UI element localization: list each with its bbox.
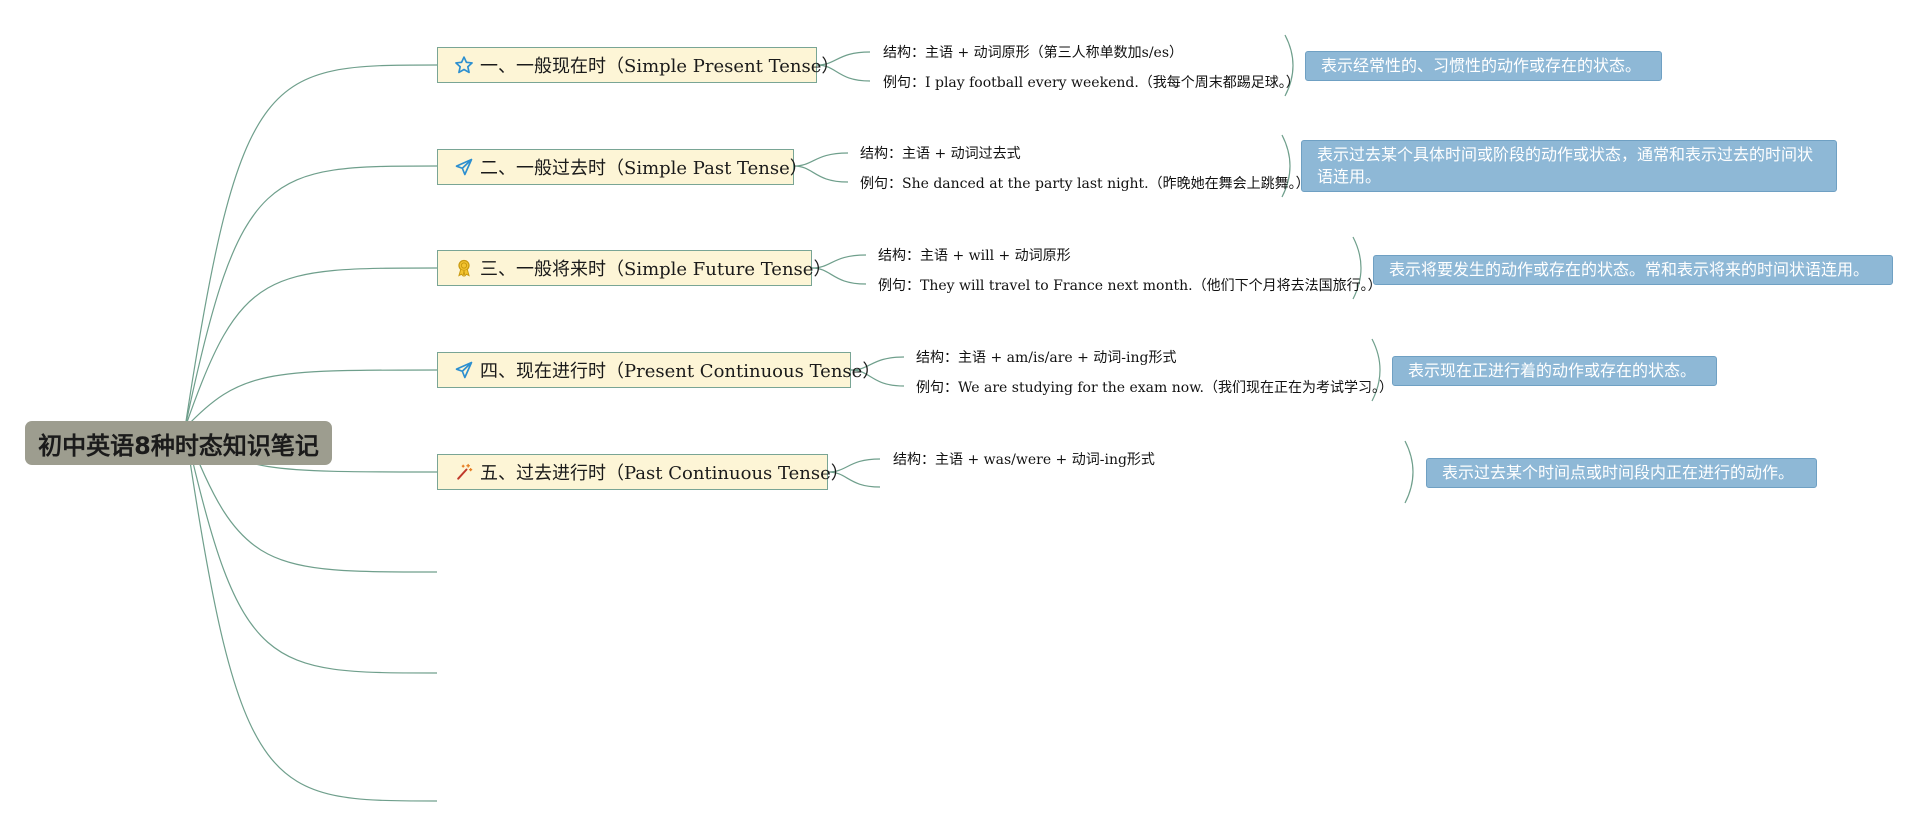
detail-connector	[827, 458, 881, 473]
note-box[interactable]: 表示经常性的、习惯性的动作或存在的状态。	[1305, 51, 1662, 81]
branch-present-continuous[interactable]: 四、现在进行时（Present Continuous Tense）	[437, 352, 880, 388]
root-connector	[184, 64, 438, 429]
structure-text: 结构：主语 + 动词原形（第三人称单数加s/es）	[883, 45, 1184, 61]
detail-connector	[850, 369, 905, 387]
root-connector	[184, 165, 438, 429]
note-box[interactable]: 表示过去某个时间点或时间段内正在进行的动作。	[1426, 458, 1817, 488]
structure-text: 结构：主语 + was/were + 动词-ing形式	[893, 452, 1155, 468]
root-connector	[184, 427, 438, 573]
note-box[interactable]: 表示将要发生的动作或存在的状态。常和表示将来的时间状语连用。	[1373, 255, 1893, 285]
structure-text: 结构：主语 + will + 动词原形	[878, 248, 1071, 264]
example-text: 例句：They will travel to France next month…	[878, 278, 1382, 294]
note-box[interactable]: 表示过去某个具体时间或阶段的动作或状态，通常和表示过去的时间状语连用。	[1301, 140, 1837, 192]
root-connector	[184, 267, 438, 429]
detail-connector	[793, 165, 849, 183]
structure-text: 结构：主语 + 动词过去式	[860, 146, 1021, 162]
magic-wand-icon	[454, 461, 474, 483]
detail-connector	[816, 51, 871, 66]
root-connector	[184, 427, 438, 674]
root-connector	[184, 427, 438, 802]
branch-simple-present[interactable]: 一、一般现在时（Simple Present Tense）	[437, 47, 839, 83]
detail-connector	[850, 356, 905, 371]
summary-bracket	[1281, 134, 1291, 198]
example-text: 例句：We are studying for the exam now.（我们现…	[916, 380, 1393, 396]
root-connector	[184, 369, 438, 429]
branch-label: 一、一般现在时（Simple Present Tense）	[480, 56, 840, 77]
summary-bracket	[1284, 34, 1294, 97]
branch-label: 五、过去进行时（Past Continuous Tense）	[480, 463, 849, 484]
star-icon	[454, 54, 474, 76]
branch-label: 二、一般过去时（Simple Past Tense）	[480, 158, 808, 179]
note-box[interactable]: 表示现在正进行着的动作或存在的状态。	[1392, 356, 1717, 386]
detail-connector	[827, 471, 881, 488]
summary-bracket	[1404, 440, 1414, 504]
example-text: 例句：She danced at the party last night.（昨…	[860, 176, 1310, 192]
medal-icon	[454, 257, 474, 279]
branch-label: 四、现在进行时（Present Continuous Tense）	[480, 361, 881, 382]
example-text: 例句：I play football every weekend.（我每个周末都…	[883, 75, 1300, 91]
root-topic[interactable]: 初中英语8种时态知识笔记	[25, 421, 332, 465]
summary-bracket	[1352, 236, 1362, 300]
summary-bracket	[1371, 338, 1381, 402]
branch-label: 三、一般将来时（Simple Future Tense）	[480, 259, 832, 280]
detail-connector	[811, 254, 867, 269]
branch-simple-future[interactable]: 三、一般将来时（Simple Future Tense）	[437, 250, 831, 286]
detail-connector	[816, 64, 871, 82]
branch-past-continuous[interactable]: 五、过去进行时（Past Continuous Tense）	[437, 454, 849, 490]
detail-connector	[793, 152, 849, 167]
structure-text: 结构：主语 + am/is/are + 动词-ing形式	[916, 350, 1177, 366]
paper-plane-icon	[454, 359, 474, 381]
paper-plane-icon	[454, 156, 474, 178]
detail-connector	[811, 267, 867, 285]
branch-simple-past[interactable]: 二、一般过去时（Simple Past Tense）	[437, 149, 808, 185]
